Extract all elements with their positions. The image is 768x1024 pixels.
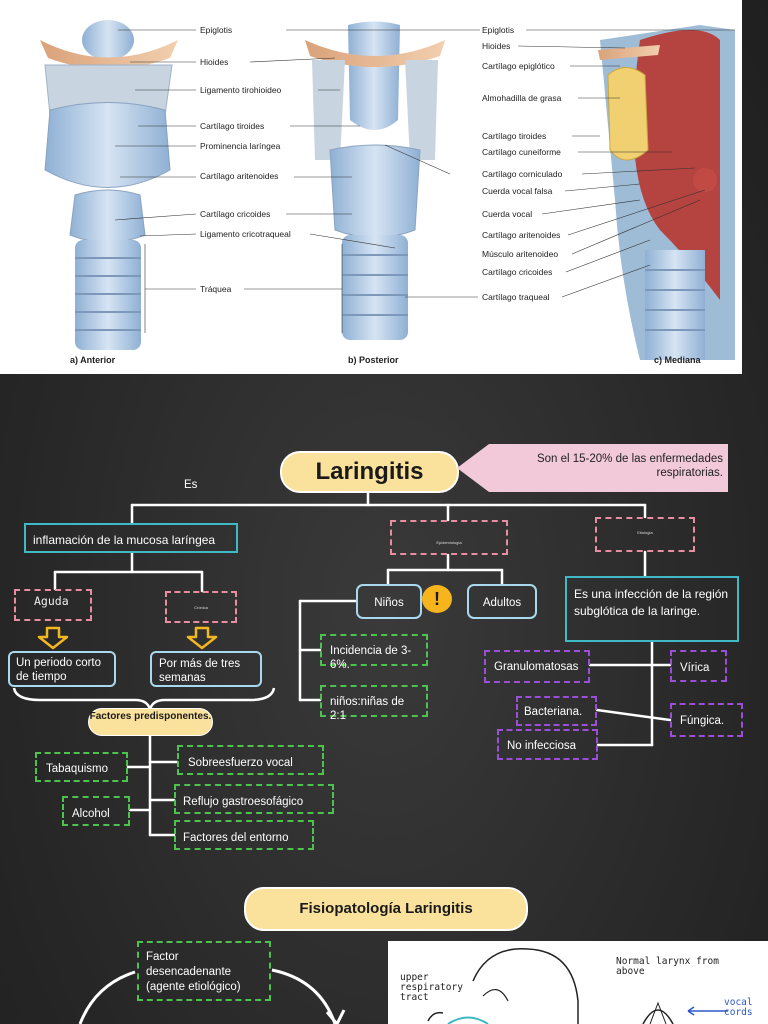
entorno-box: Factores del entorno xyxy=(174,820,314,850)
sketch-vocal-cords-label: vocal cords xyxy=(724,998,764,1018)
arrow-aguda-icon xyxy=(39,628,67,648)
fisiopatologia-title: Fisiopatología Laringitis xyxy=(244,887,528,931)
es-label: Es xyxy=(184,479,197,491)
reflujo-box: Reflujo gastroesofágico xyxy=(174,784,334,814)
larynx-sketch: upper respiratory tract Normal larynx fr… xyxy=(388,941,768,1024)
callout-stat: Son el 15-20% de las enfermedades respir… xyxy=(455,443,732,493)
alert-icon: ! xyxy=(422,585,452,613)
factor-box: Factor desencadenante (agente etiológico… xyxy=(137,941,271,1001)
no-infecciosa-box: No infecciosa xyxy=(497,729,598,760)
etiologia-box: Etiología xyxy=(595,517,695,552)
adultos-box: Adultos xyxy=(467,584,537,619)
tabaquismo-box: Tabaquismo xyxy=(35,752,128,782)
callout-text: Son el 15-20% de las enfermedades respir… xyxy=(495,452,723,480)
arrow-cronica-icon xyxy=(188,628,216,648)
infeccion-box: Es una infección de la región subglótica… xyxy=(565,576,739,642)
cronica-desc-box: Por más de tres semanas xyxy=(150,651,262,687)
alcohol-box: Alcohol xyxy=(62,796,130,826)
cronica-box: Crónica xyxy=(165,591,237,623)
virica-box: Vírica xyxy=(670,650,727,682)
sobreesfuerzo-box: Sobreesfuerzo vocal xyxy=(177,745,324,775)
ninos-box: Niños xyxy=(356,584,422,619)
aguda-desc-box: Un periodo corto de tiempo xyxy=(8,651,116,687)
incidencia-box: Incidencia de 3-6%. xyxy=(320,634,428,666)
epidemiologia-box: Epidemiología xyxy=(390,520,508,555)
sketch-left-label: upper respiratory tract xyxy=(400,973,470,1003)
aguda-box: Aguda xyxy=(14,589,92,621)
fungica-box: Fúngica. xyxy=(670,703,743,737)
bacteriana-box: Bacteriana. xyxy=(516,696,597,726)
sketch-right-title: Normal larynx from above xyxy=(616,957,721,977)
laringitis-title: Laringitis xyxy=(280,451,459,493)
factores-pill: Factores predisponentes. xyxy=(88,708,213,736)
granulomatosas-box: Granulomatosas xyxy=(484,650,590,683)
ratio-box: niños:niñas de 2:1 xyxy=(320,685,428,717)
definition-box: inflamación de la mucosa laríngea xyxy=(24,523,238,553)
